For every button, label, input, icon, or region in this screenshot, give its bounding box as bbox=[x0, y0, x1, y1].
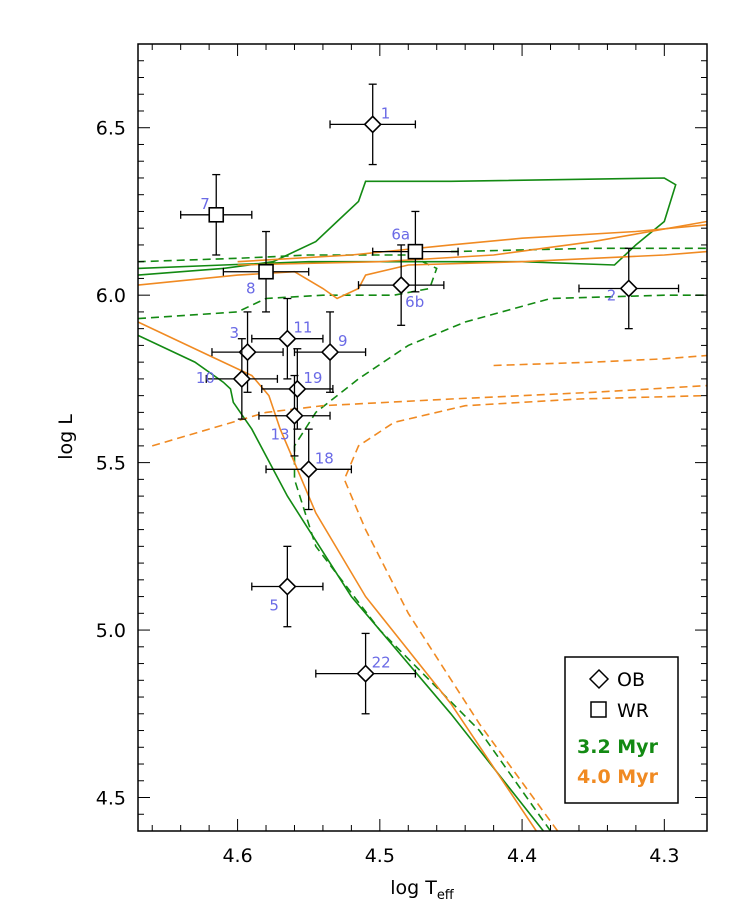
legend-ob-label: OB bbox=[617, 669, 645, 691]
star-label: 19 bbox=[303, 369, 322, 387]
ob-marker bbox=[392, 275, 411, 295]
star-label: 6a bbox=[391, 226, 410, 244]
x-tick-label: 4.6 bbox=[222, 845, 252, 867]
isochrone-line-5 bbox=[138, 321, 537, 831]
isochrone-line-1 bbox=[138, 177, 677, 276]
ob-marker bbox=[299, 460, 318, 479]
ob-marker bbox=[278, 577, 297, 596]
star-8: 8 bbox=[222, 230, 310, 313]
x-tick-label: 4.5 bbox=[365, 845, 395, 867]
isochrone-line-9 bbox=[343, 394, 707, 831]
x-tick-label: 4.4 bbox=[507, 845, 537, 867]
star-label: 10 bbox=[196, 369, 215, 387]
axis-ticks: 4.6 4.5 4.4 4.3 4.5 5.0 5.5 6.0 6.5 bbox=[96, 43, 707, 867]
isochrone-line-11 bbox=[493, 354, 707, 367]
y-tick-label: 6.0 bbox=[96, 285, 126, 307]
star-1: 1 bbox=[329, 83, 417, 166]
legend-wr-label: WR bbox=[617, 700, 649, 722]
star-7: 7 bbox=[180, 173, 253, 256]
y-tick-label: 5.5 bbox=[96, 453, 126, 475]
star-label: 18 bbox=[315, 449, 334, 467]
ob-marker bbox=[232, 369, 251, 389]
isochrone-line-3 bbox=[138, 254, 438, 320]
x-axis-title: log Teff bbox=[390, 877, 455, 903]
isochrone-line-2 bbox=[293, 294, 707, 831]
star-2: 2 bbox=[578, 247, 680, 330]
star-label: 3 bbox=[230, 324, 240, 342]
star-5: 5 bbox=[251, 545, 324, 628]
star-label: 1 bbox=[381, 104, 391, 122]
star-22: 22 bbox=[315, 632, 417, 715]
isochrone-line-7 bbox=[237, 224, 707, 263]
star-18: 18 bbox=[265, 428, 353, 511]
star-label: 5 bbox=[269, 597, 279, 615]
wr-marker bbox=[407, 243, 424, 260]
isochrone-line-10 bbox=[151, 384, 707, 447]
legend: OB WR 3.2 Myr 4.0 Myr bbox=[564, 656, 679, 804]
y-tick-label: 6.5 bbox=[96, 118, 126, 140]
star-label: 8 bbox=[246, 280, 256, 298]
ob-marker bbox=[356, 664, 375, 683]
star-13: 13 bbox=[258, 374, 331, 457]
star-markers: 1 7 6a 8 6b 2 11 3 9 10 19 13 18 5 22 bbox=[180, 83, 680, 715]
ob-marker bbox=[320, 342, 340, 362]
y-axis-title: log L bbox=[55, 414, 77, 460]
ob-marker bbox=[278, 329, 297, 348]
star-6a: 6a bbox=[372, 210, 459, 293]
star-label: 9 bbox=[338, 332, 348, 350]
y-tick-label: 5.0 bbox=[96, 620, 126, 642]
star-label: 7 bbox=[200, 195, 210, 213]
star-label: 22 bbox=[372, 654, 391, 672]
legend-square-icon bbox=[590, 701, 607, 718]
star-11: 11 bbox=[251, 297, 324, 380]
ob-marker bbox=[363, 115, 382, 134]
plot-frame bbox=[137, 43, 708, 832]
legend-age-4-0: 4.0 Myr bbox=[577, 766, 659, 788]
star-10: 10 bbox=[196, 338, 279, 420]
y-tick-label: 4.5 bbox=[96, 788, 126, 810]
x-tick-label: 4.3 bbox=[649, 845, 679, 867]
star-6b: 6b bbox=[357, 244, 445, 326]
legend-age-3-2: 3.2 Myr bbox=[577, 736, 659, 758]
ob-marker bbox=[619, 279, 638, 298]
isochrone-curves bbox=[138, 177, 707, 831]
wr-marker bbox=[258, 263, 274, 280]
legend-diamond-icon bbox=[588, 668, 610, 690]
star-label: 11 bbox=[293, 319, 312, 337]
ob-marker bbox=[288, 379, 307, 399]
isochrone-line-8 bbox=[237, 220, 707, 266]
wr-marker bbox=[208, 206, 225, 223]
ob-marker bbox=[285, 406, 304, 425]
star-label: 6b bbox=[405, 293, 424, 311]
isochrone-line-0 bbox=[138, 334, 545, 831]
star-label: 2 bbox=[607, 286, 617, 304]
star-label: 13 bbox=[270, 426, 289, 444]
legend-box bbox=[564, 656, 679, 804]
isochrone-line-4 bbox=[450, 247, 707, 253]
star-9: 9 bbox=[293, 311, 367, 393]
